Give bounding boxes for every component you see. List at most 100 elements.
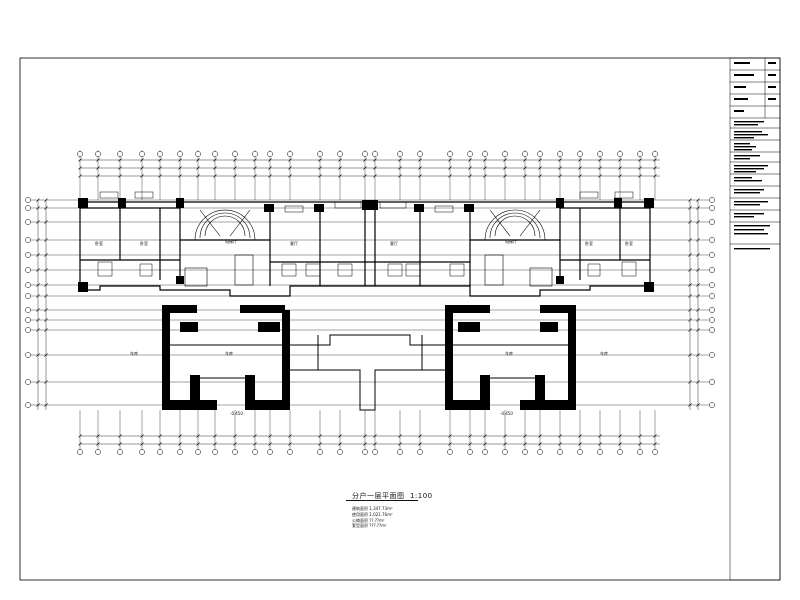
- dim-tick: [483, 442, 487, 446]
- dim-tick: [618, 166, 622, 170]
- dim-tick: [523, 174, 527, 178]
- dim-tick: [688, 253, 692, 257]
- dim-tick: [118, 174, 122, 178]
- dim-tick: [44, 328, 48, 332]
- dim-tick: [288, 158, 292, 162]
- dim-tick: [96, 434, 100, 438]
- dim-tick: [44, 253, 48, 257]
- note-line: 建筑面积 1,347.73m²: [352, 506, 393, 511]
- dim-tick: [363, 166, 367, 170]
- axis-bubble: [597, 449, 603, 455]
- dim-tick: [213, 158, 217, 162]
- dim-tick: [196, 174, 200, 178]
- dim-tick: [696, 318, 700, 322]
- dim-tick: [363, 158, 367, 162]
- dim-tick: [598, 166, 602, 170]
- dim-tick: [503, 166, 507, 170]
- dim-tick: [538, 158, 542, 162]
- dim-tick: [688, 238, 692, 242]
- axis-bubble: [252, 449, 258, 455]
- svg-text:-0.450: -0.450: [500, 411, 513, 416]
- dim-tick: [140, 158, 144, 162]
- dim-tick: [158, 434, 162, 438]
- svg-text:-0.450: -0.450: [230, 411, 243, 416]
- dim-tick: [36, 206, 40, 210]
- dim-tick: [696, 403, 700, 407]
- dim-tick: [140, 166, 144, 170]
- dim-tick: [363, 174, 367, 178]
- svg-text:卧室: 卧室: [140, 240, 148, 246]
- dim-tick: [373, 166, 377, 170]
- dim-tick: [523, 166, 527, 170]
- dim-tick: [338, 434, 342, 438]
- axis-bubble: [709, 327, 715, 333]
- dim-tick: [696, 206, 700, 210]
- drawing-notes: 建筑面积 1,347.73m² 使用面积 1,021.76m² 公摊面积 ??.…: [352, 506, 393, 529]
- dim-tick: [213, 166, 217, 170]
- axis-bubble: [652, 449, 658, 455]
- stair-cores: [184, 209, 553, 287]
- dim-tick: [78, 434, 82, 438]
- axis-bubble: [597, 151, 603, 157]
- axis-bubble: [25, 219, 31, 225]
- dim-tick: [36, 253, 40, 257]
- dim-tick: [213, 174, 217, 178]
- dim-tick: [253, 166, 257, 170]
- dim-tick: [638, 442, 642, 446]
- dim-tick: [538, 434, 542, 438]
- axis-bubble: [709, 282, 715, 288]
- dim-tick: [233, 166, 237, 170]
- axis-bubble: [577, 151, 583, 157]
- dim-tick: [653, 434, 657, 438]
- axis-bubble: [467, 151, 473, 157]
- dim-tick: [398, 158, 402, 162]
- svg-text:卧室: 卧室: [95, 240, 103, 246]
- axis-bubble: [522, 449, 528, 455]
- dim-tick: [618, 158, 622, 162]
- dim-tick: [44, 294, 48, 298]
- dim-tick: [288, 434, 292, 438]
- dim-tick: [638, 174, 642, 178]
- dim-tick: [196, 434, 200, 438]
- dim-tick: [468, 158, 472, 162]
- dim-tick: [688, 294, 692, 298]
- dim-tick: [638, 158, 642, 162]
- axis-bubble: [362, 151, 368, 157]
- svg-text:卧室: 卧室: [585, 240, 593, 246]
- dim-tick: [448, 442, 452, 446]
- dim-tick: [696, 198, 700, 202]
- dim-tick: [253, 158, 257, 162]
- dim-tick: [318, 174, 322, 178]
- dim-tick: [78, 442, 82, 446]
- dim-tick: [373, 434, 377, 438]
- dim-tick: [36, 220, 40, 224]
- axis-bubble: [117, 449, 123, 455]
- dim-tick: [44, 283, 48, 287]
- dim-tick: [288, 166, 292, 170]
- dim-tick: [44, 403, 48, 407]
- axis-bubble: [25, 327, 31, 333]
- axis-bubble: [417, 449, 423, 455]
- axis-bubble: [195, 449, 201, 455]
- dim-tick: [523, 442, 527, 446]
- room-labels: 卧室 卧室 电梯厅 客厅 客厅 电梯厅 卧室 卧室 车库 车库 车库 车库 -0…: [95, 238, 633, 416]
- dim-tick: [44, 238, 48, 242]
- axis-bubble: [212, 151, 218, 157]
- dim-tick: [268, 442, 272, 446]
- axis-bubble: [267, 449, 273, 455]
- axis-bubble: [77, 151, 83, 157]
- dim-tick: [213, 442, 217, 446]
- dim-tick: [653, 166, 657, 170]
- sheet-border: [19, 57, 781, 581]
- dim-tick: [688, 220, 692, 224]
- dim-tick: [44, 268, 48, 272]
- axis-bubble: [447, 151, 453, 157]
- dim-tick: [36, 198, 40, 202]
- dim-tick: [696, 294, 700, 298]
- dim-tick: [288, 442, 292, 446]
- dim-tick: [398, 166, 402, 170]
- axis-bubble: [502, 449, 508, 455]
- dim-tick: [448, 174, 452, 178]
- dim-tick: [196, 158, 200, 162]
- dim-tick: [638, 434, 642, 438]
